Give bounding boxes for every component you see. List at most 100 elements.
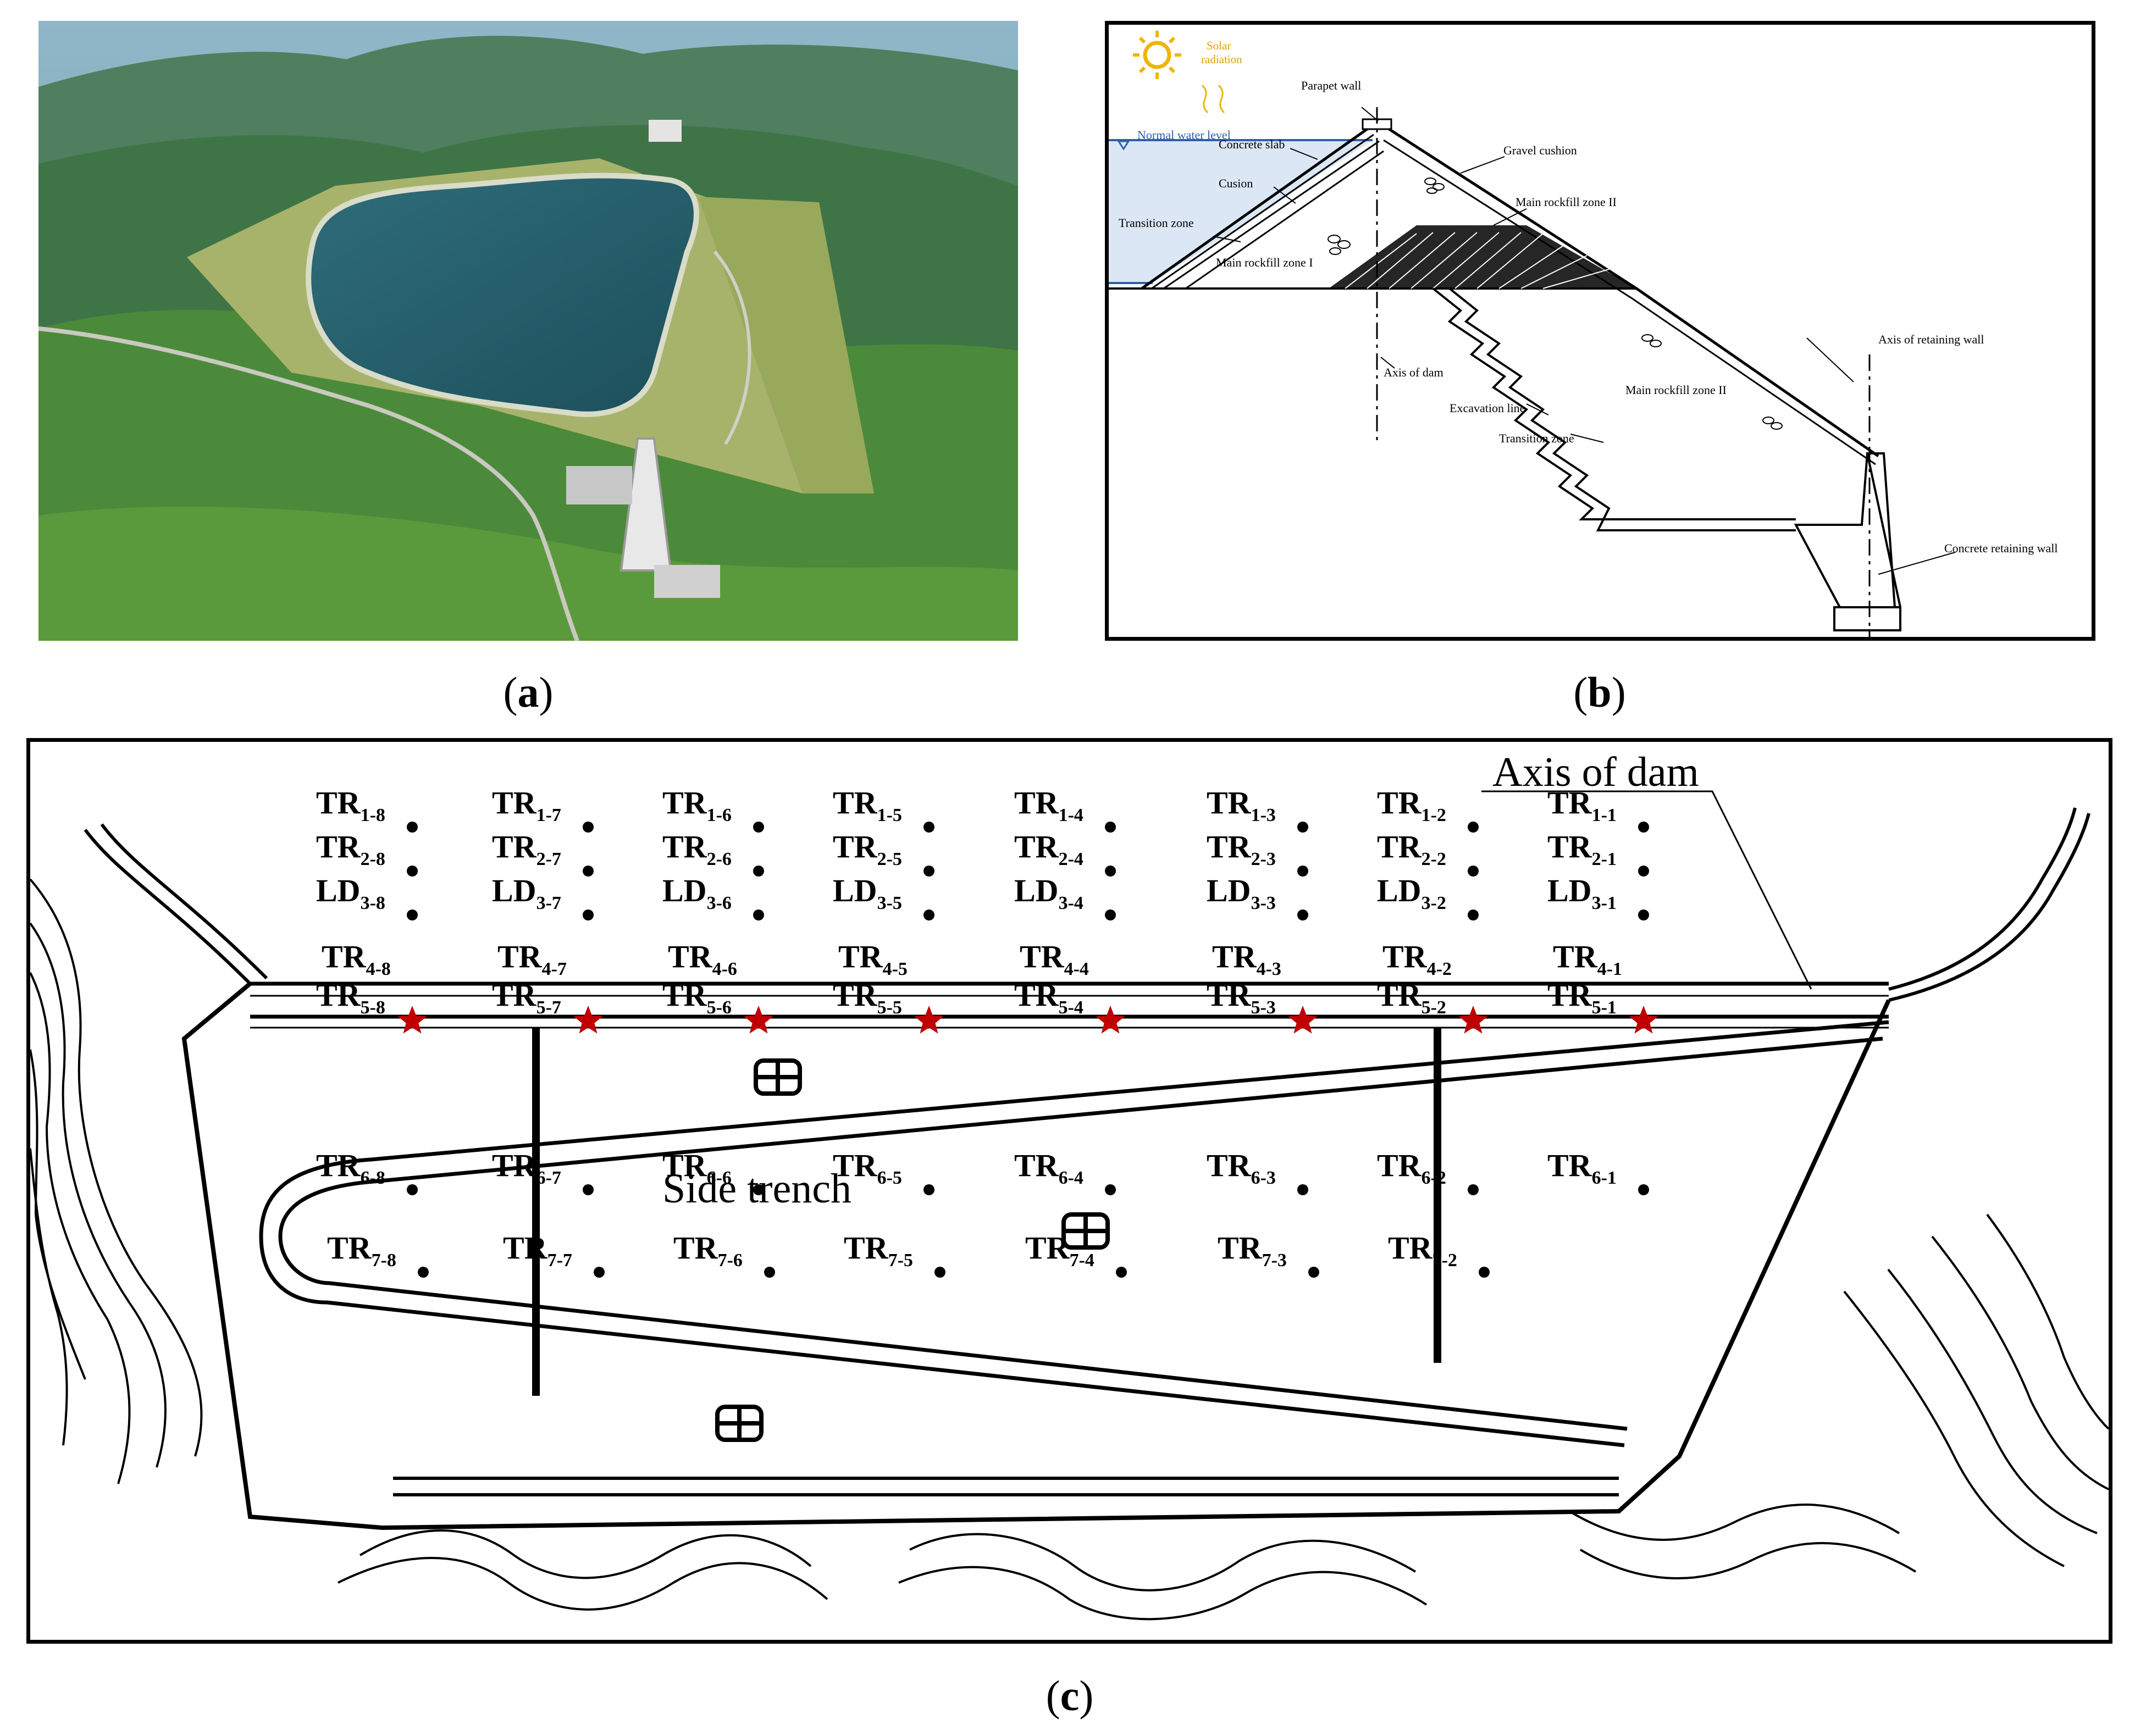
label-main-rockfill-zone-2-top: Main rockfill zone II [1515, 195, 1617, 209]
instrument-label: TR5-4 [1014, 977, 1083, 1018]
measuring-point [1297, 866, 1308, 877]
instrument-label: TR7-3 [1218, 1230, 1287, 1271]
star-icon [573, 1006, 603, 1034]
instrument-label: TR5-1 [1547, 977, 1617, 1018]
instrument-label: LD3-1 [1547, 873, 1617, 913]
instrument-label: TR4-3 [1212, 939, 1281, 979]
label-axis-of-retaining-wall: Axis of retaining wall [1878, 332, 1984, 346]
instrument-layer: TR1-8TR2-8LD3-8TR4-8TR5-8TR6-8TR7-8TR1-7… [316, 785, 1649, 1278]
sun-icon [1133, 31, 1181, 79]
measuring-point [407, 866, 418, 877]
instrument-label: TR5-7 [492, 977, 561, 1018]
instrument-label: LD3-6 [662, 873, 732, 913]
instrument-label: LD3-5 [833, 873, 902, 913]
measuring-point [1468, 866, 1479, 877]
star-icon [1288, 1006, 1318, 1034]
measuring-point [1638, 822, 1649, 833]
label-parapet-wall: Parapet wall [1301, 79, 1361, 92]
label-transition-zone-left: Transition zone [1119, 216, 1194, 230]
star-icon [914, 1006, 944, 1034]
instrument-label: TR5-3 [1207, 977, 1276, 1018]
instrument-label: TR6-2 [1377, 1147, 1446, 1188]
manhole-icons [715, 1058, 1110, 1442]
star-icon [1629, 1006, 1658, 1034]
instrument-label: TR1-3 [1207, 785, 1276, 825]
instrument-label: TR6-7 [492, 1147, 561, 1188]
label-main-rockfill-zone-1: Main rockfill zone I [1216, 256, 1313, 269]
label-normal-water-level: Normal water level [1137, 128, 1231, 142]
instrument-label: TR4-7 [497, 939, 567, 979]
instrument-label: TR1-4 [1014, 785, 1083, 825]
instrument-label: LD3-2 [1377, 873, 1446, 913]
instrument-label: TR7-6 [673, 1230, 743, 1271]
instrument-label: TR2-4 [1014, 829, 1083, 869]
measuring-point [407, 1184, 418, 1195]
instrument-label: LD3-3 [1207, 873, 1276, 913]
instrument-label: TR2-1 [1547, 829, 1617, 869]
instrument-label: TR5-2 [1377, 977, 1446, 1018]
measuring-point [407, 909, 418, 920]
instrument-label: LD3-8 [316, 873, 385, 913]
instrument-label: TR7-8 [327, 1230, 396, 1271]
star-icon [744, 1006, 773, 1034]
measuring-point [753, 866, 764, 877]
instrument-label: TR2-6 [662, 829, 732, 869]
measuring-point [583, 822, 594, 833]
label-transition-zone-lower: Transition zone [1499, 431, 1574, 445]
instrument-label: TR4-5 [838, 939, 908, 979]
label-main-rockfill-zone-2-lower: Main rockfill zone II [1625, 383, 1727, 397]
aerial-photo-illustration [38, 21, 1018, 641]
measuring-point [934, 1267, 945, 1278]
instrument-label: TR7-4 [1025, 1230, 1094, 1271]
instrument-label: LD3-7 [492, 873, 561, 913]
instrument-label: TR5-6 [662, 977, 732, 1018]
label-solar: Solar [1207, 39, 1231, 52]
instrument-label: TR5-5 [833, 977, 902, 1018]
measuring-point [923, 1184, 934, 1195]
measuring-point [1116, 1267, 1127, 1278]
measuring-point [923, 866, 934, 877]
instrument-label: TR2-7 [492, 829, 561, 869]
measuring-point [418, 1267, 429, 1278]
measuring-point [1638, 866, 1649, 877]
measuring-point [764, 1267, 775, 1278]
measuring-point [753, 1184, 764, 1195]
instrument-label: TR2-3 [1207, 829, 1276, 869]
star-icon [1458, 1006, 1488, 1034]
measuring-point [1105, 909, 1116, 920]
instrument-label: TR6-1 [1547, 1147, 1617, 1188]
measuring-point [923, 822, 934, 833]
measuring-point [583, 866, 594, 877]
instrument-label: TR6-6 [662, 1147, 732, 1188]
star-layer [397, 1006, 1658, 1034]
instrument-label: TR6-5 [833, 1147, 902, 1188]
instrument-label: TR1-6 [662, 785, 732, 825]
label-gravel-cushion: Gravel cushion [1503, 143, 1577, 157]
measuring-point [1297, 1184, 1308, 1195]
measuring-point [1468, 1184, 1479, 1195]
instrument-label: TR5-8 [316, 977, 385, 1018]
instrument-label: TR1-1 [1547, 785, 1617, 825]
measuring-point [1297, 909, 1308, 920]
instrument-label: TR1-8 [316, 785, 385, 825]
label-radiation: radiation [1201, 53, 1242, 66]
contour-lines [30, 878, 2109, 1621]
instrument-label: TR6-8 [316, 1147, 385, 1188]
instrument-label: LD3-4 [1014, 873, 1083, 913]
star-icon [397, 1006, 427, 1034]
measuring-point [1638, 1184, 1649, 1195]
label-axis-of-dam-plan: Axis of dam [1492, 749, 1699, 795]
instrument-label: TR7-2 [1388, 1230, 1457, 1271]
measuring-point [583, 1184, 594, 1195]
rock-icon [1328, 178, 1783, 430]
plan-view-drawing: Axis of dam Side trench TR1-8TR2-8LD3-8T… [30, 749, 2109, 1621]
instrument-label: TR6-4 [1014, 1147, 1083, 1188]
label-axis-of-dam: Axis of dam [1384, 365, 1443, 379]
instrument-label: TR2-5 [833, 829, 902, 869]
measuring-point [594, 1267, 605, 1278]
label-concrete-slab: Concrete slab [1219, 137, 1285, 151]
label-cusion: Cusion [1219, 176, 1253, 190]
instrument-label: TR1-7 [492, 785, 561, 825]
measuring-point [1105, 822, 1116, 833]
caption-c: (c) [1046, 1672, 1094, 1720]
